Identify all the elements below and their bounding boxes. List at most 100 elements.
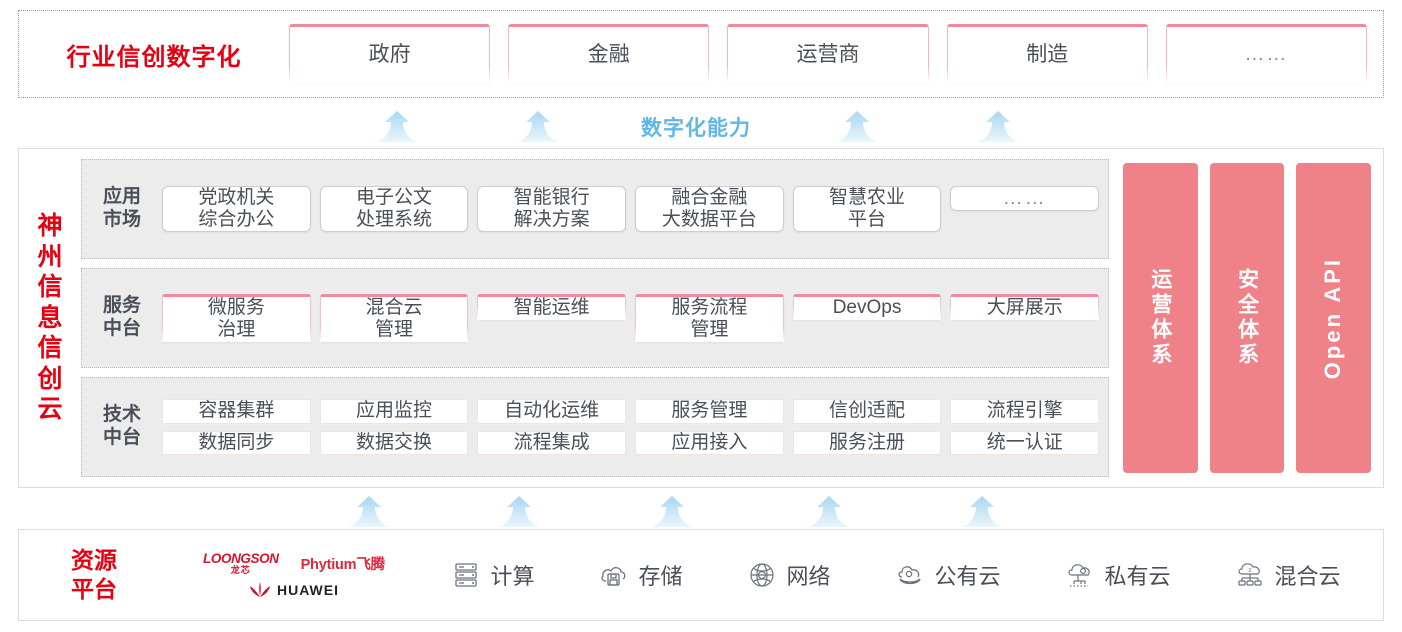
loongson-logo: LOONGSON 龙芯 [203,552,279,575]
side-panel-label: Open API [1320,256,1346,380]
resource-item-label: 计算 [490,564,535,589]
cloud-title-char: 州 [37,242,63,271]
app-card-smart-bank[interactable]: 智能银行 解决方案 [477,185,627,233]
application-market-cards: 党政机关 综合办公 电子公文 处理系统 智能银行 解决方案 融合金融 大数据平台… [162,185,1100,233]
app-card-smart-agriculture[interactable]: 智慧农业 平台 [792,185,942,233]
resource-item-label: 混合云 [1274,564,1341,589]
side-panel-group: 运营体系 安全体系 Open API [1119,159,1372,477]
app-card-label: 党政机关 综合办公 [198,186,275,230]
resource-title-line: 平台 [71,576,117,602]
service-card-label: 服务流程 管理 [671,296,748,340]
app-card-label: 融合金融 大数据平台 [661,186,757,230]
up-arrow-icon [808,495,850,529]
industry-card-government[interactable]: 政府 [289,24,491,84]
tech-card-automated-ops[interactable]: 自动化运维 [477,399,627,424]
industry-card-operator[interactable]: 运营商 [727,24,929,84]
cloud-title-char: 创 [37,364,63,393]
resource-item-network[interactable]: 网络 [747,559,831,591]
side-panel-security-system[interactable]: 安全体系 [1209,163,1285,473]
capability-label: 数字化能力 [641,117,751,140]
cloud-platform-box: 神 州 信 息 信 创 云 应用 市场 党政机关 综合办公 电子公文 处理系统 [18,148,1384,488]
industry-card-label: 金融 [587,42,630,66]
resource-item-hybrid-cloud[interactable]: z 混合云 [1235,559,1341,591]
huawei-logo: HUAWEI [249,581,339,598]
tech-card-service-management[interactable]: 服务管理 [635,399,784,424]
app-card-label: 智能银行 解决方案 [513,186,590,230]
tech-card-data-sync[interactable]: 数据同步 [162,430,311,455]
side-panel-operations-system[interactable]: 运营体系 [1123,163,1198,473]
industry-band: 行业信创数字化 政府 金融 运营商 制造 …… [18,10,1384,98]
industry-card-label: 制造 [1026,42,1069,66]
resource-item-storage[interactable]: 存储 [599,559,683,591]
tech-card-app-access[interactable]: 应用接入 [635,430,784,455]
tech-card-app-monitoring[interactable]: 应用监控 [319,399,469,424]
tech-card-label: 流程引擎 [986,400,1063,422]
cloud-main-area: 应用 市场 党政机关 综合办公 电子公文 处理系统 智能银行 解决方案 融合金融… [81,149,1383,487]
resource-item-private-cloud[interactable]: 私有云 [1065,559,1171,591]
cloud-title-char: 信 [37,334,63,363]
up-arrow-icon [651,495,693,529]
resource-platform-box: 资源 平台 LOONGSON 龙芯 Phytium飞腾 [18,529,1384,621]
resource-platform-title: 资源 平台 [19,546,169,604]
tech-card-label: 信创适配 [829,400,906,422]
tech-card-label: 容器集群 [198,400,275,422]
cloud-platform-title: 神 州 信 息 信 创 云 [19,149,81,487]
service-card-label: 混合云 管理 [365,296,423,340]
resource-item-list: 计算 存储 [419,559,1383,591]
app-card-label: …… [1002,186,1047,209]
up-arrow-icon [977,110,1019,144]
cloud-title-char: 信 [37,273,63,302]
service-card-dashboard[interactable]: 大屏展示 [950,293,1100,321]
network-globe-icon [747,560,777,590]
huawei-logo-text: HUAWEI [277,581,339,598]
tech-card-service-registry[interactable]: 服务注册 [792,430,942,455]
row-label-application-market: 应用 市场 [102,186,141,230]
industry-card-label: 政府 [368,42,411,66]
app-card-label: 电子公文 处理系统 [356,186,433,230]
resource-item-public-cloud[interactable]: 公有云 [895,559,1001,591]
industry-card-manufacturing[interactable]: 制造 [946,24,1149,84]
tech-card-label: 服务注册 [829,431,906,453]
up-arrow-icon [836,110,878,144]
vendor-row-top: LOONGSON 龙芯 Phytium飞腾 [203,552,385,575]
tech-card-data-exchange[interactable]: 数据交换 [319,430,469,455]
app-card-more[interactable]: …… [950,185,1100,212]
resource-item-compute[interactable]: 计算 [451,559,535,591]
cloud-title-char: 息 [37,303,63,332]
tech-card-row-bottom: 数据同步 数据交换 流程集成 应用接入 服务注册 统一认证 [162,430,1100,455]
row-service-platform: 服务 中台 微服务 治理 混合云 管理 智能运维 服务流程 管理 DevOps [81,268,1109,368]
cloud-title-char: 云 [37,395,63,424]
tech-card-label: 自动化运维 [504,400,600,422]
tech-card-process-integration[interactable]: 流程集成 [477,430,627,455]
app-card-edoc-system[interactable]: 电子公文 处理系统 [319,185,469,233]
tech-card-xinchuang-adaptation[interactable]: 信创适配 [792,399,942,424]
private-cloud-icon [1065,560,1095,590]
service-card-label: 大屏展示 [986,296,1063,318]
app-card-party-gov-office[interactable]: 党政机关 综合办公 [162,185,311,233]
tech-card-label: 统一认证 [986,431,1063,453]
industry-band-title: 行业信创数字化 [66,43,242,71]
hybrid-cloud-icon: z [1235,560,1265,590]
row-tech-platform: 技术 中台 容器集群 应用监控 自动化运维 服务管理 [81,377,1109,477]
app-card-fintech-bigdata[interactable]: 融合金融 大数据平台 [635,185,784,233]
server-icon [451,560,481,590]
side-panel-open-api[interactable]: Open API [1296,163,1372,473]
tech-card-unified-auth[interactable]: 统一认证 [950,430,1100,455]
service-card-devops[interactable]: DevOps [792,293,942,321]
vendor-row-bottom: HUAWEI [249,581,339,598]
tech-card-label: 应用监控 [356,400,433,422]
service-card-hybrid-cloud-mgmt[interactable]: 混合云 管理 [319,293,469,343]
industry-card-finance[interactable]: 金融 [508,24,710,84]
up-arrow-icon [376,110,418,144]
tech-card-label: 数据同步 [198,431,275,453]
service-card-process-management[interactable]: 服务流程 管理 [635,293,784,343]
industry-card-more[interactable]: …… [1165,24,1368,84]
side-panel-label: 运营体系 [1148,268,1172,368]
tech-card-container-cluster[interactable]: 容器集群 [162,399,311,424]
tech-card-process-engine[interactable]: 流程引擎 [950,399,1100,424]
service-card-intelligent-ops[interactable]: 智能运维 [477,293,627,321]
cloud-storage-icon [599,560,629,590]
service-card-microservice-governance[interactable]: 微服务 治理 [162,293,311,343]
row-application-market: 应用 市场 党政机关 综合办公 电子公文 处理系统 智能银行 解决方案 融合金融… [81,159,1109,259]
